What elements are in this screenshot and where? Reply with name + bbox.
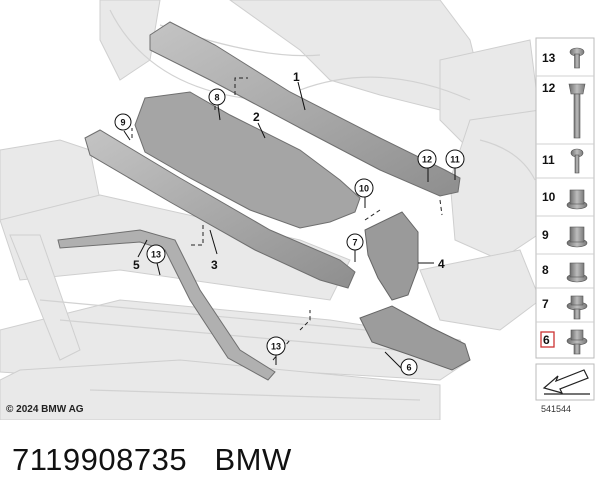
callout-8: 8 bbox=[208, 88, 226, 106]
screw-11-icon bbox=[570, 148, 584, 174]
bolt-12-icon bbox=[568, 83, 586, 139]
svg-text:5: 5 bbox=[133, 258, 140, 272]
part-5-strut[interactable] bbox=[57, 229, 276, 381]
svg-text:13: 13 bbox=[271, 342, 281, 352]
legend-6-highlight-box bbox=[540, 331, 555, 348]
svg-text:9: 9 bbox=[120, 118, 125, 128]
svg-text:8: 8 bbox=[214, 93, 219, 103]
screw-13-icon bbox=[569, 47, 585, 69]
svg-text:10: 10 bbox=[359, 184, 369, 194]
svg-text:12: 12 bbox=[422, 155, 432, 165]
nut-8-icon bbox=[566, 262, 588, 283]
svg-text:3: 3 bbox=[211, 258, 218, 272]
callout-11: 11 bbox=[445, 149, 465, 169]
legend-6-label: 6 bbox=[543, 333, 550, 347]
svg-text:4: 4 bbox=[438, 257, 445, 271]
legend-11-label: 11 bbox=[542, 153, 555, 167]
svg-text:13: 13 bbox=[151, 250, 161, 260]
callout-10: 10 bbox=[354, 178, 374, 198]
parts-diagram: 1 2 3 4 5 6 7 8 9 10 11 12 13 bbox=[0, 0, 595, 420]
callout-5: 5 bbox=[133, 258, 140, 272]
svg-text:1: 1 bbox=[293, 70, 300, 84]
svg-text:2: 2 bbox=[253, 110, 260, 124]
part-3-lower-cross-member[interactable] bbox=[84, 129, 356, 289]
copyright-notice: © 2024 BMW AG bbox=[6, 404, 84, 415]
part-info: 7119908735 BMW bbox=[12, 442, 292, 478]
svg-text:11: 11 bbox=[450, 155, 460, 165]
brand-name: BMW bbox=[214, 442, 292, 477]
diagram-id: 541544 bbox=[541, 404, 572, 414]
legend-8-label: 8 bbox=[542, 263, 549, 277]
part-6-lower-bracket[interactable] bbox=[359, 305, 471, 371]
callout-4: 4 bbox=[438, 257, 445, 271]
callout-13-bottom: 13 bbox=[266, 336, 286, 356]
legend-13-label: 13 bbox=[542, 51, 556, 65]
bolt-6-icon bbox=[566, 329, 588, 355]
part-number: 7119908735 bbox=[12, 442, 188, 477]
callout-6: 6 bbox=[400, 358, 418, 376]
bolt-7-icon bbox=[566, 295, 588, 320]
nut-10-icon bbox=[566, 189, 588, 210]
callout-7: 7 bbox=[346, 233, 364, 251]
part-4-bracket[interactable] bbox=[364, 211, 419, 301]
fastener-legend: 13 12 11 10 9 8 7 6 bbox=[535, 37, 595, 401]
nut-9-icon bbox=[566, 226, 588, 248]
callout-9: 9 bbox=[114, 113, 132, 131]
legend-12-label: 12 bbox=[542, 81, 556, 95]
callout-2: 2 bbox=[253, 110, 260, 124]
legend-9-label: 9 bbox=[542, 228, 549, 242]
svg-text:6: 6 bbox=[406, 363, 411, 373]
callout-13-left: 13 bbox=[146, 244, 166, 264]
callout-12: 12 bbox=[417, 149, 437, 169]
legend-10-label: 10 bbox=[542, 190, 556, 204]
legend-7-label: 7 bbox=[542, 297, 549, 311]
callout-leaders bbox=[123, 81, 456, 369]
exploded-view-arrow-icon bbox=[535, 363, 595, 401]
callout-3: 3 bbox=[211, 258, 218, 272]
svg-text:7: 7 bbox=[352, 238, 357, 248]
part-2-cover-plate[interactable] bbox=[134, 91, 361, 229]
callout-1: 1 bbox=[293, 70, 300, 84]
